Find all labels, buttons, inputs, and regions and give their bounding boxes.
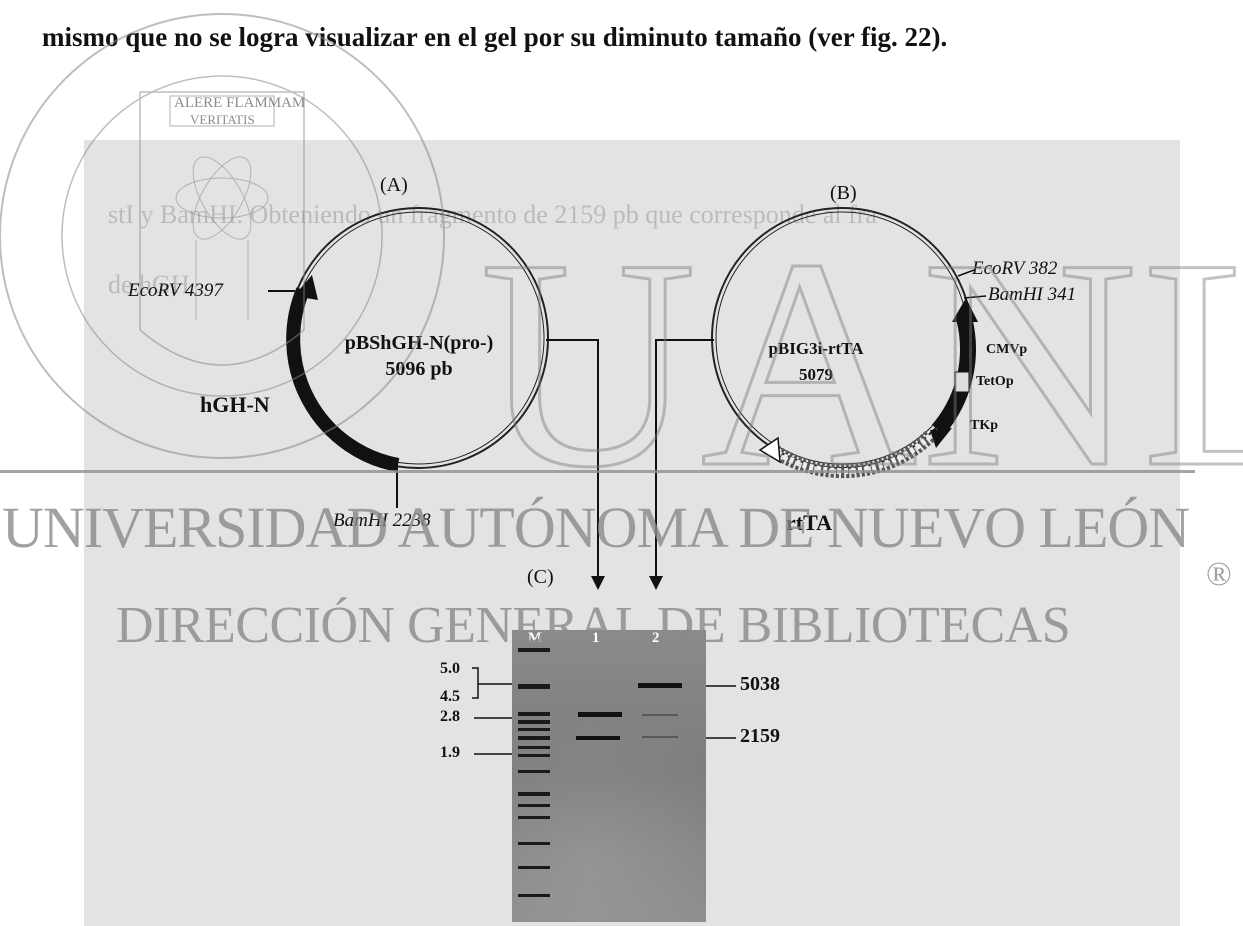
plasmid-a-gene-label: hGH-N xyxy=(200,392,270,417)
plasmid-b-name: pBIG3i-rtTA xyxy=(768,339,864,358)
watermark-seal-motto-2: VERITATIS xyxy=(190,112,255,127)
plasmid-a-bamhi-site: BamHI 2238 xyxy=(333,510,431,531)
watermark-library-line: DIRECCIÓN GENERAL DE BIBLIOTECAS xyxy=(116,597,1071,654)
plasmid-b-tetop-label: TetOp xyxy=(976,374,1014,389)
plasmid-a-size: 5096 pb xyxy=(385,358,453,380)
watermark-university-line: UNIVERSIDAD AUTÓNOMA DE NUEVO LEÓN xyxy=(2,495,1190,560)
connector-a-to-lane-1 xyxy=(546,339,599,578)
gel-bands xyxy=(518,648,682,897)
tkp-arrow-head xyxy=(930,428,952,448)
lane-label-2: 2 xyxy=(652,630,660,646)
arrow-lane-1 xyxy=(591,576,605,590)
lane-label-1: 1 xyxy=(592,630,600,646)
watermark-seal-motto-1: ALERE FLAMMAM xyxy=(174,95,306,111)
arrow-lane-2 xyxy=(649,576,663,590)
connector-b-to-lane-2 xyxy=(655,339,714,578)
marker-label-4-5: 4.5 xyxy=(440,688,460,705)
gel-annotation-lines xyxy=(472,667,736,755)
band-size-5038: 5038 xyxy=(740,673,780,695)
plasmid-b-gene-label: rtTA xyxy=(786,510,833,535)
marker-label-5-0: 5.0 xyxy=(440,660,460,677)
watermark-registered-mark: ® xyxy=(1206,556,1232,593)
plasmid-a-name: pBShGH-N(pro-) xyxy=(344,332,494,354)
panel-b-letter: (B) xyxy=(830,182,857,204)
agarose-gel-image: M 1 2 xyxy=(512,630,706,922)
rtta-arrow-head xyxy=(758,436,781,464)
lane-label-m: M xyxy=(528,630,543,646)
marker-label-1-9: 1.9 xyxy=(440,744,460,761)
cmvp-arrow-head xyxy=(952,298,978,322)
plasmid-a-ecorv-site: EcoRV 4397 xyxy=(128,280,223,301)
plasmid-b-ecorv-site: EcoRV 382 xyxy=(972,258,1058,279)
panel-c-letter: (C) xyxy=(527,566,554,588)
plasmid-b-bamhi-site: BamHI 341 xyxy=(988,284,1077,305)
tetop-region xyxy=(954,371,970,393)
marker-label-2-8: 2.8 xyxy=(440,708,460,725)
plasmid-b-size: 5079 xyxy=(799,365,833,384)
band-size-2159: 2159 xyxy=(740,725,780,747)
plasmid-b-cmvp-label: CMVp xyxy=(986,342,1028,357)
plasmid-b-tkp-label: TKp xyxy=(970,418,999,433)
panel-a-letter: (A) xyxy=(380,174,408,196)
